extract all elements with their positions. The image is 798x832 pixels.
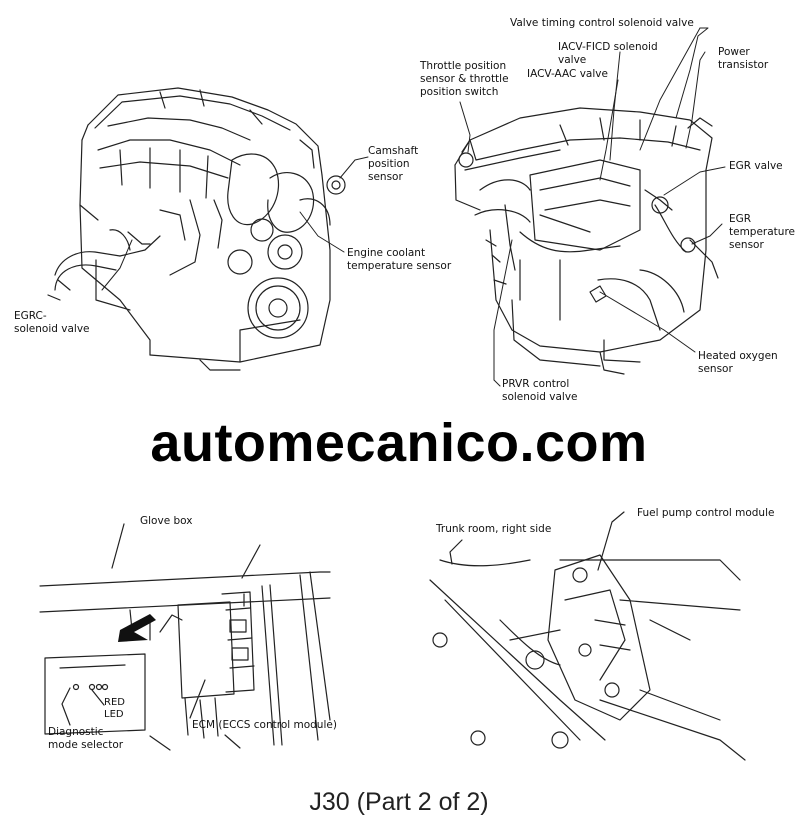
label-glove-box: Glove box xyxy=(140,515,193,527)
label-camshaft-sensor-2: position xyxy=(368,158,410,170)
label-diagnostic-selector: Diagnostic xyxy=(48,726,104,738)
label-prvr-solenoid-2: solenoid valve xyxy=(502,391,578,403)
label-prvr-solenoid: PRVR control xyxy=(502,378,570,390)
label-red: RED xyxy=(104,697,125,708)
label-ecm: ECM (ECCS control module) xyxy=(192,719,337,731)
label-valve-timing-solenoid: Valve timing control solenoid valve xyxy=(510,17,694,29)
label-heated-oxygen-sensor: Heated oxygen xyxy=(698,350,778,362)
label-power-transistor: Power xyxy=(718,46,750,58)
label-egr-valve: EGR valve xyxy=(729,160,783,172)
watermark-site-name: automecanico.com xyxy=(150,413,648,473)
label-throttle-sensor-3: position switch xyxy=(420,86,499,98)
label-egr-temp-sensor: EGR xyxy=(729,213,752,225)
label-egrc-solenoid-2: solenoid valve xyxy=(14,323,90,335)
label-throttle-sensor-2: sensor & throttle xyxy=(420,73,509,85)
pull-down-arrow-icon xyxy=(118,614,156,642)
label-trunk-room: Trunk room, right side xyxy=(436,523,552,535)
ecm-location-illustration xyxy=(39,523,331,751)
label-egr-temp-sensor-2: temperature xyxy=(729,226,795,238)
label-camshaft-sensor-3: sensor xyxy=(368,171,403,183)
label-egrc-solenoid: EGRC- xyxy=(14,310,47,322)
label-camshaft-sensor: Camshaft xyxy=(368,145,419,157)
fuel-pump-module-illustration xyxy=(429,511,746,761)
label-iacv-ficd-solenoid-2: valve xyxy=(558,54,587,66)
figure-caption: J30 (Part 2 of 2) xyxy=(309,788,489,816)
label-fuel-pump-module: Fuel pump control module xyxy=(637,507,775,519)
label-egr-temp-sensor-3: sensor xyxy=(729,239,764,251)
label-iacv-aac-valve: IACV-AAC valve xyxy=(527,68,608,80)
label-coolant-temp-sensor-2: temperature sensor xyxy=(347,260,452,272)
label-heated-oxygen-sensor-2: sensor xyxy=(698,363,733,375)
left-engine-leader-lines xyxy=(101,156,369,291)
label-iacv-ficd-solenoid: IACV-FICD solenoid xyxy=(558,41,658,53)
left-engine-illustration xyxy=(47,87,346,371)
label-throttle-sensor: Throttle position xyxy=(420,60,507,72)
label-power-transistor-2: transistor xyxy=(718,59,769,71)
label-coolant-temp-sensor: Engine coolant xyxy=(347,247,426,259)
label-diagnostic-selector-2: mode selector xyxy=(48,739,124,751)
right-engine-leader-lines xyxy=(459,27,726,387)
label-led: LED xyxy=(104,709,124,720)
right-engine-illustration xyxy=(454,107,719,375)
